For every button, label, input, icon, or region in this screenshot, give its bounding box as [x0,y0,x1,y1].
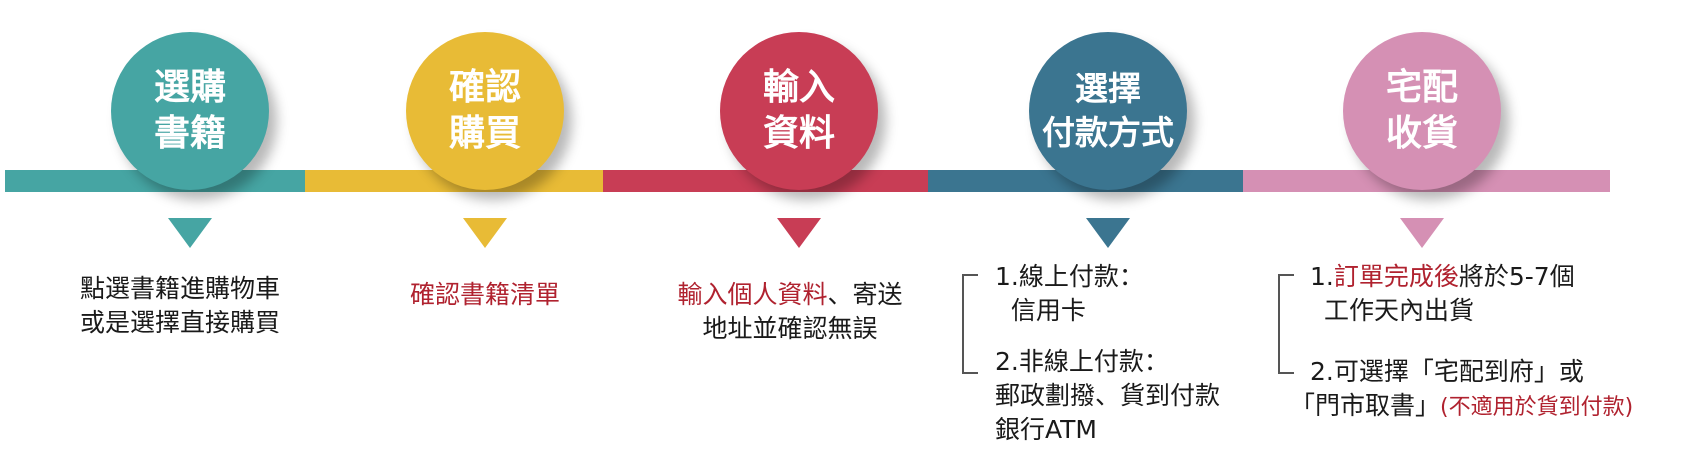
step-2-title-line-1: 確認 [448,67,521,108]
step-5-item-1: 1.訂單完成後將於5-7個 工作天內出貨 [1310,260,1575,328]
step-1-title-line-1: 選購 [153,67,226,108]
step-3-description: 輸入個人資料、寄送 地址並確認無誤 [660,278,920,346]
step-5-item-2-pickup: 「門市取書」 [1290,391,1441,420]
step-5-item-2: 2.可選擇「宅配到府」或 「門市取書」(不適用於貨到付款) [1290,355,1633,425]
step-3-arrow-icon [777,218,821,248]
step-4-option-2-line-2: 郵政劃撥、貨到付款 [995,381,1221,410]
step-5-title-line-1: 宅配 [1385,67,1458,108]
step-3-title-line-2: 資料 [762,113,835,154]
step-5-item-1-highlight: 訂單完成後 [1333,262,1459,291]
step-3-desc-line-1: 輸入個人資料、寄送 [660,278,920,312]
step-2-title-line-2: 購買 [448,113,521,154]
step-3-circle: 輸入 資料 [720,32,878,190]
step-3-desc-rest: 、寄送 [827,280,903,309]
step-1-description: 點選書籍進購物車 或是選擇直接購買 [60,272,300,340]
step-2-circle: 確認 購買 [406,32,564,190]
step-4-option-2-line-3: 銀行ATM [995,415,1098,444]
step-4-option-1-line-2: 信用卡 [995,296,1086,325]
step-2-arrow-icon [463,218,507,248]
step-4-arrow-icon [1086,218,1130,248]
step-1-arrow-icon [168,218,212,248]
step-5-item-2-note: (不適用於貨到付款) [1440,395,1634,420]
step-4-circle: 選擇 付款方式 [1029,32,1187,190]
step-1-title-line-2: 書籍 [153,113,226,154]
step-4-option-2: 2.非線上付款： 郵政劃撥、貨到付款 銀行ATM [995,345,1220,447]
step-4-bracket [962,274,978,374]
step-1-circle: 選購 書籍 [111,32,269,190]
step-5-item-2-line-2: 「門市取書」(不適用於貨到付款) [1290,389,1633,425]
step-4-option-1-line-1: 1.線上付款： [995,262,1144,291]
step-5-arrow-icon [1400,218,1444,248]
step-1-desc-line-2: 或是選擇直接購買 [79,308,280,337]
step-5-item-1-prefix: 1. [1310,262,1334,291]
step-3-desc-highlight: 輸入個人資料 [677,280,828,309]
step-3-desc-line-2: 地址並確認無誤 [702,314,878,343]
step-4-option-1: 1.線上付款： 信用卡 [995,260,1144,328]
step-5-bracket [1278,274,1294,374]
step-2-desc-line-1: 確認書籍清單 [409,280,560,309]
step-4-title-line-2: 付款方式 [1042,113,1174,152]
step-5-item-1-rest: 將於5-7個 [1458,262,1575,291]
step-5-circle: 宅配 收貨 [1343,32,1501,190]
step-1-desc-line-1: 點選書籍進購物車 [79,274,280,303]
step-4-option-2-line-1: 2.非線上付款： [995,347,1169,376]
step-5-item-2-line-1: 2.可選擇「宅配到府」或 [1310,357,1584,386]
step-5-item-1-line-2: 工作天內出貨 [1324,296,1475,325]
step-5-item-1-line-1: 1.訂單完成後將於5-7個 [1310,260,1575,294]
step-5-title-line-2: 收貨 [1385,113,1458,154]
step-4-title-line-1: 選擇 [1075,69,1141,108]
step-2-description: 確認書籍清單 [385,278,585,312]
step-3-title-line-1: 輸入 [762,67,835,108]
